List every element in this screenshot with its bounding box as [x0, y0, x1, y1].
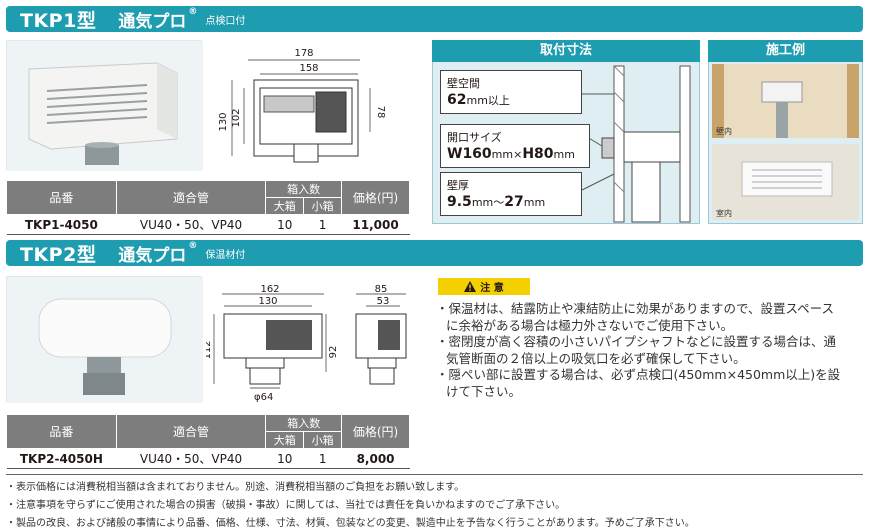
footnotes: ・表示価格には消費税相当額は含まれておりません。別途、消費税相当額のご負担をお願… — [6, 474, 863, 532]
footnote-changes: ・製品の改良、および諸般の事情により品番、価格、仕様、寸法、材質、包装などの変更… — [6, 518, 695, 529]
tkp1-code: TKP1-4050 — [6, 214, 117, 235]
tkp2-price: 8,000 — [341, 448, 410, 469]
wall-gap-value: 62 — [447, 92, 467, 108]
tkp1-model: TKP1型 — [20, 9, 97, 32]
tkp1-dim-height-outer: 130 — [218, 112, 229, 131]
thickness-label: 壁厚 — [447, 179, 469, 192]
table-row: TKP1-4050 VU40・50、VP40 10 1 11,000 — [6, 214, 410, 235]
footnote-tax: ・表示価格には消費税相当額は含まれておりません。別途、消費税相当額のご負担をお願… — [6, 482, 465, 493]
tkp2-dimension-drawing: 162 130 φ64 112 92 85 53 — [202, 280, 426, 410]
caption-wall: 壁内 — [716, 126, 732, 136]
tkp2-dim-side-inner: 53 — [377, 296, 390, 307]
col-small: 小箱 — [303, 431, 343, 449]
tkp1-price: 11,000 — [341, 214, 410, 235]
opening-label: 開口サイズ — [447, 131, 502, 144]
col-code: 品番 — [6, 414, 117, 449]
warning-icon — [464, 281, 477, 292]
caution-label: 注 意 — [480, 283, 504, 294]
col-price: 価格(円) — [341, 414, 410, 449]
tkp1-product-photo — [6, 40, 203, 171]
tkp1-dim-width-inner: 158 — [299, 63, 318, 74]
tkp1-dim-depth: 78 — [375, 106, 386, 119]
wall-gap-unit: mm以上 — [466, 94, 510, 107]
tkp1-product-image — [7, 41, 203, 171]
tkp2-small: 1 — [303, 448, 342, 469]
tkp1-small: 1 — [303, 214, 342, 235]
col-big: 大箱 — [265, 197, 305, 215]
tkp1-dim-width-outer: 178 — [294, 48, 313, 59]
tkp2-dim-side-outer: 85 — [375, 284, 388, 295]
caution-item: ・隠ぺい部に設置する場合は、必ず点検口(450mm×450mm以上)を設けて下さ… — [436, 367, 841, 399]
tkp2-product-photo — [6, 276, 203, 403]
tkp2-dim-height-inner: 92 — [328, 346, 339, 359]
col-big: 大箱 — [265, 431, 305, 449]
install-example-photos: 壁内 室内 — [712, 64, 859, 220]
col-price: 価格(円) — [341, 180, 410, 215]
tkp2-product-image — [7, 277, 203, 403]
col-pipe: 適合管 — [115, 414, 267, 449]
col-small: 小箱 — [303, 197, 343, 215]
install-example-title: 施工例 — [708, 40, 863, 62]
caution-badge: 注 意 — [438, 278, 530, 295]
tkp2-dim-diameter: φ64 — [254, 392, 273, 403]
thickness-callout: 壁厚 9.5mm〜27mm — [440, 172, 582, 216]
wall-gap-callout: 壁空間 62mm以上 — [440, 70, 582, 114]
col-pipe: 適合管 — [115, 180, 267, 215]
tkp1-note: 点検口付 — [205, 15, 246, 27]
caution-item: ・密閉度が高く容積の小さいパイプシャフトなどに設置する場合は、通気管断面の２倍以… — [436, 334, 837, 366]
col-qty: 箱入数 — [265, 180, 343, 198]
tkp1-dim-height-inner: 102 — [231, 108, 242, 127]
caution-item: ・保温材は、結露防止や凍結防止に効果がありますので、設置スペースに余裕がある場合… — [436, 301, 835, 333]
tkp2-model: TKP2型 — [20, 243, 97, 266]
tkp1-spec-table: 品番 適合管 箱入数 価格(円) 大箱 小箱 TKP1-4050 VU40・50… — [6, 180, 410, 235]
tkp2-spec-table: 品番 適合管 箱入数 価格(円) 大箱 小箱 TKP2-4050H VU40・5… — [6, 414, 410, 469]
tkp1-dimension-drawing: 178 158 130 102 78 — [212, 40, 408, 175]
tkp1-big: 10 — [265, 214, 304, 235]
col-qty: 箱入数 — [265, 414, 343, 432]
tkp2-dim-width-outer: 162 — [260, 284, 279, 295]
tkp2-code: TKP2-4050H — [6, 448, 117, 469]
tkp2-series: 通気プロ® — [118, 240, 198, 266]
tkp1-pipe: VU40・50、VP40 — [116, 214, 266, 235]
tkp2-dim-width-inner: 130 — [258, 296, 277, 307]
tkp1-series: 通気プロ® — [118, 6, 198, 32]
tkp2-header: TKP2型 通気プロ® 保温材付 — [6, 240, 863, 266]
tkp2-dim-height-outer: 112 — [206, 340, 213, 359]
wall-gap-label: 壁空間 — [447, 77, 480, 90]
tkp2-note: 保温材付 — [205, 249, 246, 261]
footnote-liability: ・注意事項を守らずにご使用された場合の損害（破損・事故）に関しては、当社では責任… — [6, 500, 566, 511]
caution-list: ・保温材は、結露防止や凍結防止に効果がありますので、設置スペースに余裕がある場合… — [436, 301, 846, 400]
col-code: 品番 — [6, 180, 117, 215]
table-row: TKP2-4050H VU40・50、VP40 10 1 8,000 — [6, 448, 410, 469]
tkp1-header: TKP1型 通気プロ® 点検口付 — [6, 6, 863, 32]
opening-callout: 開口サイズ W160mm×H80mm — [440, 124, 590, 168]
caption-room: 室内 — [716, 208, 732, 218]
install-dims-title: 取付寸法 — [432, 40, 700, 62]
tkp2-big: 10 — [265, 448, 304, 469]
tkp2-pipe: VU40・50、VP40 — [116, 448, 266, 469]
install-cross-section — [581, 65, 691, 223]
